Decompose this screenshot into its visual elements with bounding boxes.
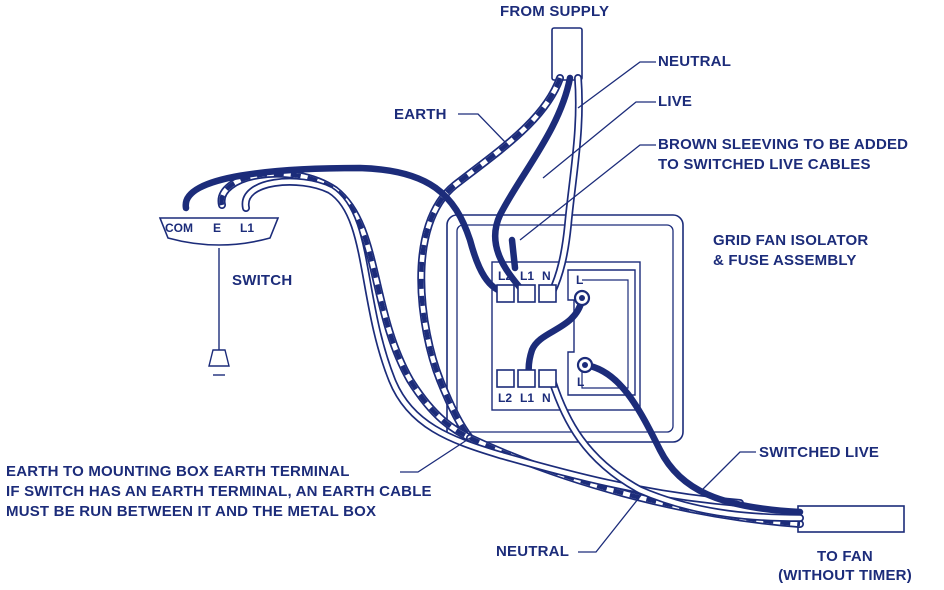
earth-note-line-1: EARTH TO MOUNTING BOX EARTH TERMINAL [6,463,350,480]
switched-live-from-switch [241,177,744,507]
isolator-top-l: L [576,273,583,287]
neutral-bottom-label: NEUTRAL [496,543,570,560]
isolator-top-l1: L1 [520,269,534,283]
switch-e-terminal: E [213,221,221,235]
isolator-top-n: N [542,269,551,283]
com-wire [182,164,511,297]
bottom-terminal-block [496,356,594,388]
live-wire-supply [492,74,574,294]
isolator-bottom-l: L [577,375,584,389]
brown-sleeving-label-2: TO SWITCHED LIVE CABLES [658,156,871,173]
earth-wire-supply [417,74,564,442]
isolator-title-2: & FUSE ASSEMBLY [713,252,857,269]
switch-com-terminal: COM [165,221,193,235]
fan-sheath [797,505,905,533]
isolator-bottom-l2: L2 [498,391,512,405]
from-supply-label: FROM SUPPLY [500,3,610,20]
earth-wire-fan [466,434,804,528]
switched-live-label: SWITCHED LIVE [759,444,880,461]
isolator-bottom-n: N [542,391,551,405]
to-fan-label-2: (WITHOUT TIMER) [778,567,912,584]
live-top-label: LIVE [658,93,693,110]
switch-l1-terminal: L1 [240,221,254,235]
brown-sleeving-label-1: BROWN SLEEVING TO BE ADDED [658,136,909,153]
neutral-top-label: NEUTRAL [658,53,732,70]
isolator-bottom-l1: L1 [520,391,534,405]
earth-note-line-2: IF SWITCH HAS AN EARTH TERMINAL, AN EART… [6,483,432,500]
earth-note-line-3: MUST BE RUN BETWEEN IT AND THE METAL BOX [6,503,377,520]
isolator-top-l2: L2 [498,269,512,283]
neutral-wire-supply [548,74,583,296]
brown-sleeving [508,236,519,272]
leader-lines [400,61,756,553]
top-terminal-block [496,284,591,307]
isolator-title-1: GRID FAN ISOLATOR [713,232,869,249]
neutral-wire-fan [548,376,804,522]
supply-sheath [551,27,583,81]
to-fan-label-1: TO FAN [817,548,873,565]
earth-top-label: EARTH [394,106,447,123]
switched-live-wire [581,361,804,516]
pull-switch [158,217,280,376]
switch-label: SWITCH [232,272,293,289]
